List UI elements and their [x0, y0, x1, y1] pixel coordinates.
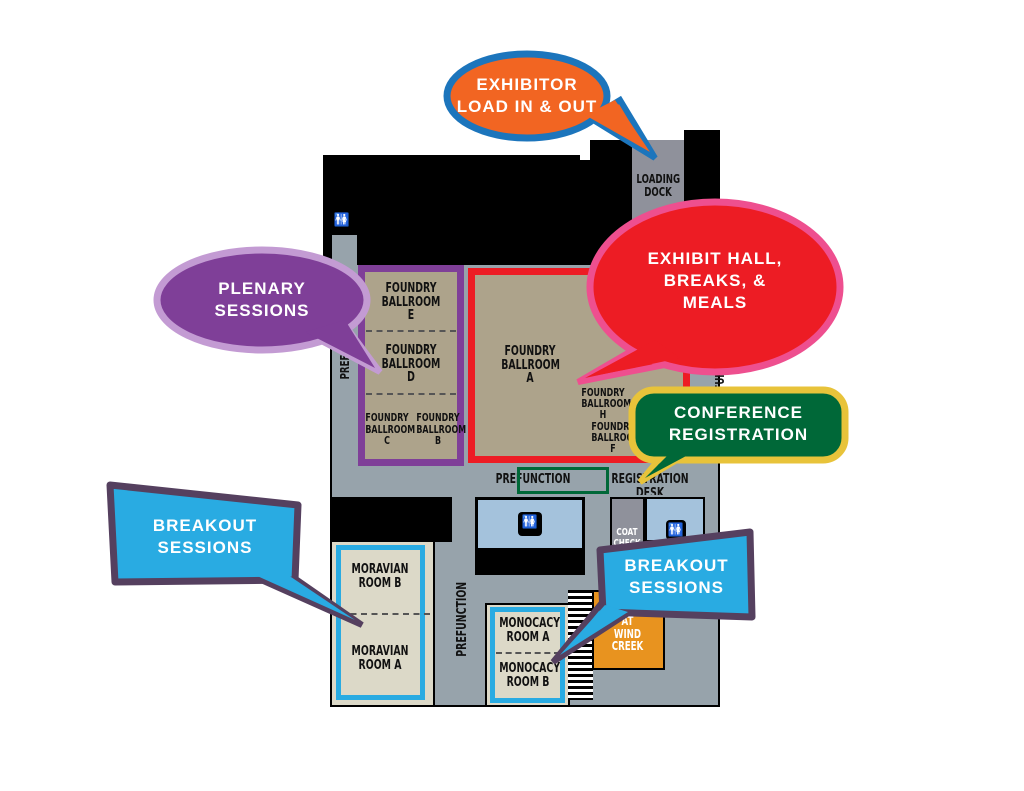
stairs [330, 497, 452, 542]
registration-callout-shape [628, 386, 849, 485]
divider [366, 393, 456, 395]
prefunction-label: PREFUNCTION [495, 472, 571, 487]
monocacy-room-b: MONOCACY ROOM B [499, 661, 561, 690]
ballroom-f: FOUNDRY BALLROOM F [591, 420, 642, 455]
moravian-room-b: MORAVIAN ROOM B [351, 562, 409, 591]
breakout-left-callout: BREAKOUT SESSIONS [152, 516, 258, 557]
ballroom-h: FOUNDRY BALLROOM H [581, 386, 632, 421]
breakout-right-callout-shape [550, 528, 756, 665]
coat-check-label: COAT CHECK [613, 527, 641, 549]
restroom-icon: 🚻 [518, 512, 542, 536]
loading-dock-label: LOADING DOCK [636, 172, 681, 199]
plenary-ballrooms[interactable] [358, 265, 464, 466]
divider [366, 330, 456, 332]
monocacy-room-a: MONOCACY ROOM A [499, 616, 561, 645]
divider [340, 613, 430, 615]
restroom-icon: 🚻 [332, 210, 352, 230]
ballroom-b: FOUNDRY BALLROOM B [416, 411, 467, 448]
breakout-rooms-left[interactable] [336, 545, 425, 700]
divider [496, 652, 560, 654]
breakout-right-callout: BREAKOUT SESSIONS [624, 556, 729, 597]
moravian-room-a: MORAVIAN ROOM A [351, 644, 409, 673]
ballroom-c: FOUNDRY BALLROOM C [365, 411, 416, 448]
exhibit-hall-callout-shape [576, 198, 844, 385]
ballroom-d: FOUNDRY BALLROOM D [381, 343, 441, 386]
registration-desk[interactable] [517, 467, 609, 494]
exhibitor-callout-shape [443, 50, 658, 161]
ballroom-e: FOUNDRY BALLROOM E [381, 281, 441, 324]
moravian-rooms [330, 540, 435, 707]
back-of-house-area [590, 140, 635, 170]
exhibitor-callout: EXHIBITOR LOAD IN & OUT [456, 75, 598, 116]
breakout-left-callout-shape [106, 481, 364, 628]
ballroom-a: FOUNDRY BALLROOM A [501, 344, 560, 387]
restroom-icon: 🚻 [666, 520, 686, 540]
plenary-callout: PLENARY SESSIONS [214, 279, 310, 320]
exhibit-hall-callout: EXHIBIT HALL, BREAKS, & MEALS [647, 249, 783, 312]
plenary-callout-shape [153, 246, 383, 375]
registration-callout: CONFERENCE REGISTRATION [668, 403, 809, 444]
wind-creek-label: AT WIND CREEK [611, 614, 644, 654]
